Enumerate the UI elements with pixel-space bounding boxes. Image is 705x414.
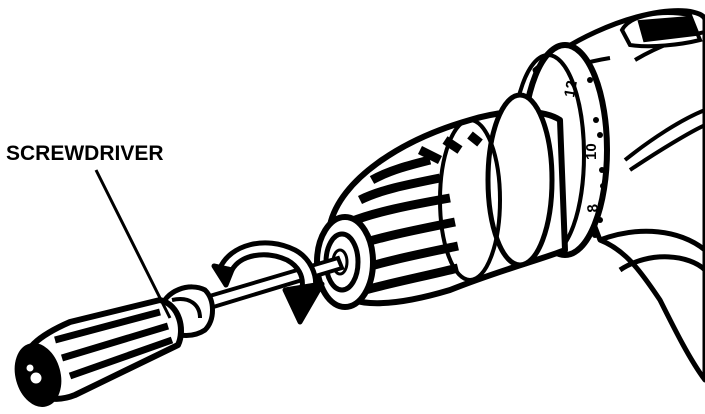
dial-marks	[587, 77, 606, 238]
screwdriver-label: SCREWDRIVER	[6, 142, 164, 165]
dial-number-8: 8	[584, 203, 602, 213]
callout-leader-line	[94, 169, 172, 319]
chuck	[314, 92, 568, 310]
handle-grooves	[54, 308, 174, 380]
selector-knob	[619, 11, 703, 49]
dial-number-10: 10	[583, 143, 600, 160]
dial-number-12: 12	[561, 79, 581, 98]
screwdriver-handle	[14, 284, 215, 407]
rotation-arrow-icon	[211, 240, 325, 325]
